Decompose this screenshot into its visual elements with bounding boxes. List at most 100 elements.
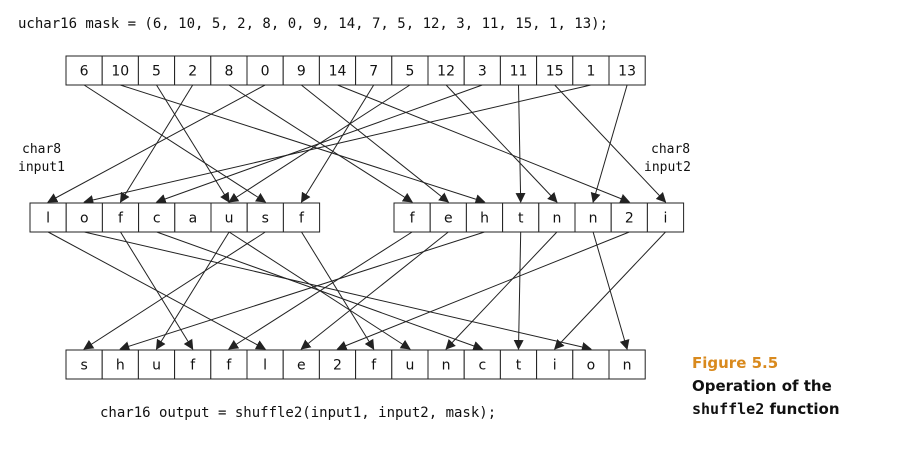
input2-cell-4 [538,202,576,233]
caption-function-suffix: function [764,400,839,418]
input2-value-3: t [518,211,524,227]
input1-value-0: l [46,211,50,227]
output-arrow-7 [336,231,630,351]
output-value-4: f [226,358,232,374]
input2-value-7: i [664,211,668,227]
caption-function-name: shuffle2 [692,400,764,418]
output-cell-14 [572,349,610,380]
mask-value-10: 12 [437,64,455,80]
mask-cell-10 [427,55,465,86]
output-value-13: i [553,358,557,374]
mask-value-3: 2 [188,64,197,80]
mask-value-12: 11 [510,64,528,80]
output-value-10: n [442,358,451,374]
output-value-5: l [263,358,267,374]
mask-value-4: 8 [224,64,233,80]
output-value-11: c [478,358,486,374]
input2-cell-2 [465,202,504,233]
mask-to-input-arrows [47,84,667,205]
input2-cell-0 [393,202,431,233]
mask-arrow-14 [83,84,592,205]
output-arrow-11 [156,231,484,351]
input1-cell-7 [282,202,321,233]
mask-cell-5 [246,55,284,86]
output-value-8: f [371,358,377,374]
mask-value-0: 6 [80,64,89,80]
input1-name-label: input1 [18,160,65,175]
input2-value-0: f [410,211,416,227]
input2-value-6: 2 [625,211,634,227]
input1-cell-6 [246,202,284,233]
mask-cell-12 [499,55,538,86]
output-cell-10 [427,349,465,380]
input1-value-5: u [225,211,234,227]
output-arrow-0 [83,231,266,350]
mask-arrow-5 [47,84,266,203]
input1-value-4: a [189,211,198,227]
mask-value-14: 1 [586,64,595,80]
input1-cell-3 [138,202,176,233]
mask-arrow-2 [156,84,230,203]
input1-value-3: c [153,211,161,227]
input2-cell-7 [646,202,685,233]
mask-arrow-0 [83,84,267,203]
output-cell-0 [65,349,103,380]
mask-value-15: 13 [618,64,636,80]
output-arrow-15 [592,231,630,350]
input2-value-4: n [552,211,561,227]
output-cell-8 [355,349,393,380]
input1-type-label: char8 [22,142,61,157]
input1-cell-1 [65,202,103,233]
input1-value-7: f [299,211,305,227]
output-arrow-2 [155,231,230,350]
mask-cell-13 [536,55,574,86]
output-value-14: o [587,358,596,374]
mask-arrow-10 [445,84,558,203]
mask-value-9: 5 [405,64,414,80]
mask-value-7: 14 [329,64,347,80]
input2-value-2: h [480,211,489,227]
mask-cell-15 [608,55,646,86]
output-arrow-6 [300,231,449,350]
output-cell-5 [246,349,284,380]
output-arrow-5 [47,231,266,350]
output-declaration: char16 output = shuffle2(input1, input2,… [100,405,496,421]
output-value-15: n [623,358,632,374]
output-value-9: u [405,358,414,374]
mask-cell-9 [391,55,429,86]
output-value-2: u [152,358,161,374]
mask-value-2: 5 [152,64,161,80]
mask-arrow-6 [300,84,450,203]
input2-name-label: input2 [644,160,691,175]
output-cell-2 [137,349,176,380]
mask-arrow-15 [590,84,628,203]
output-value-7: 2 [333,358,342,374]
mask-cell-14 [572,55,610,86]
caption-line2: shuffle2 function [692,400,840,418]
output-cell-6 [282,349,320,380]
output-cell-15 [608,349,646,380]
output-arrow-14 [84,231,592,352]
mask-arrow-11 [155,84,483,204]
caption-line1: Operation of the [692,377,832,395]
mask-value-1: 10 [111,64,129,80]
mask-cell-11 [463,55,501,86]
input2-cell-5 [574,202,612,233]
output-value-1: h [116,358,125,374]
output-value-6: e [297,358,306,374]
mask-declaration: uchar16 mask = (6, 10, 5, 2, 8, 0, 9, 14… [18,16,608,32]
output-cell-12 [499,349,538,380]
output-cell-3 [174,349,212,380]
input1-value-2: f [118,211,124,227]
input1-cell-0 [29,202,67,233]
figure-number: Figure 5.5 [692,354,778,372]
mask-value-11: 3 [478,64,487,80]
output-value-0: s [80,358,87,374]
input2-value-5: n [589,211,598,227]
output-cell-4 [210,349,248,380]
output-cell-13 [536,349,574,380]
output-value-3: f [190,358,196,374]
output-cell-7 [318,349,357,380]
